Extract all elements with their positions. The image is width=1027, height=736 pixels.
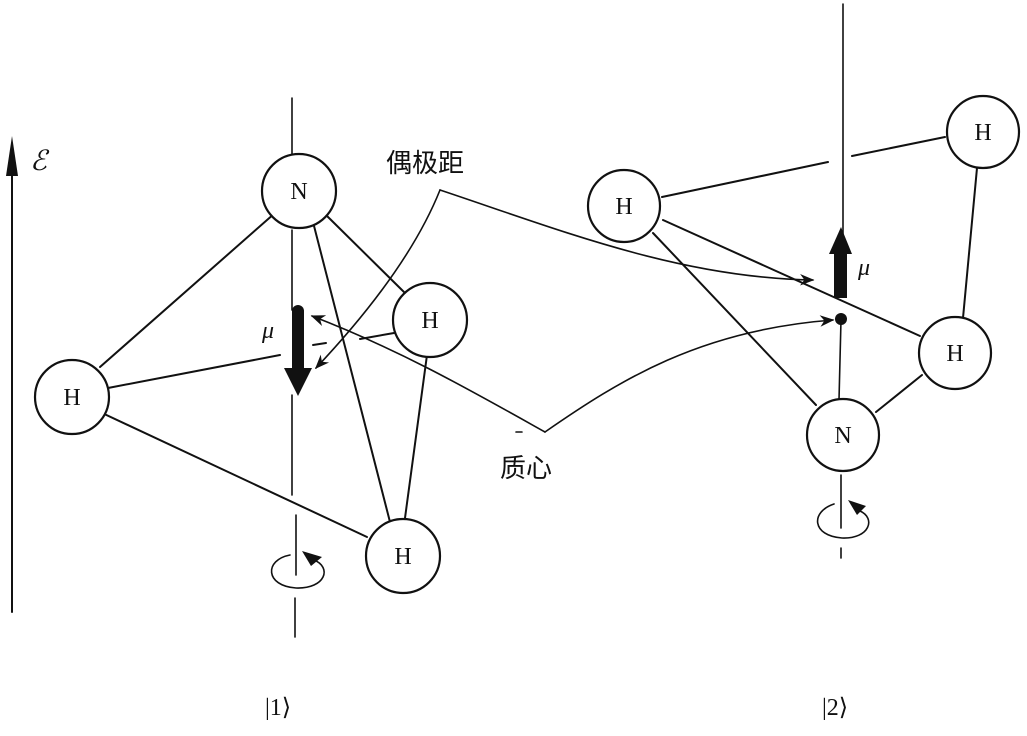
- leader-dipole-to-state-1: [315, 189, 441, 370]
- bond-hleft-hright: [662, 219, 921, 337]
- state-2-dipole-arrowhead-icon: [829, 227, 852, 254]
- bond-hleft-htop-a: [661, 161, 829, 198]
- state-2-axis-mid: [838, 319, 842, 401]
- leader-dipole-to-state-2: [439, 189, 815, 286]
- svg-text:H: H: [615, 194, 632, 220]
- svg-text:H: H: [421, 308, 438, 334]
- state-2-atom-n: N: [805, 397, 881, 473]
- state-2-molecule: μ H H H N |2⟩: [586, 3, 1021, 721]
- state-2-center-of-mass-dot: [835, 313, 847, 325]
- svg-text:H: H: [394, 544, 411, 570]
- dash-mark: [312, 342, 327, 346]
- bond-hleft-n: [652, 232, 817, 406]
- state-2-dipole-shaft: [834, 250, 847, 298]
- state-2-atom-h-top: H: [945, 94, 1021, 170]
- bond-n-hleft: [99, 212, 276, 368]
- svg-text:N: N: [290, 179, 307, 205]
- svg-text:N: N: [834, 423, 851, 449]
- state-2-mu-label: μ: [857, 255, 870, 281]
- state-2-atom-h-right: H: [917, 315, 993, 391]
- bond-n-hbottom: [312, 221, 391, 523]
- state-2-rotation-icon: [816, 500, 870, 539]
- energy-axis-arrowhead-icon: [6, 136, 18, 176]
- bond-n-hright: [875, 374, 923, 413]
- leader-com-to-state-1: [310, 315, 546, 433]
- svg-text:H: H: [946, 341, 963, 367]
- state-1-atom-n: N: [260, 152, 338, 230]
- bond-hleft-hbottom: [99, 411, 368, 538]
- state-1-ket-label: |1⟩: [265, 695, 291, 721]
- energy-axis: ℰ: [6, 136, 50, 613]
- center-of-mass-leader-lines: 质心: [310, 315, 835, 484]
- dipole-moment-label: 偶极距: [386, 149, 464, 179]
- dipole-leader-lines: 偶极距: [315, 149, 815, 370]
- state-1-dipole-arrowhead-icon: [284, 368, 312, 396]
- energy-axis-label: ℰ: [30, 144, 50, 177]
- state-1-dipole-shaft: [292, 311, 304, 369]
- state-2-atom-h-left: H: [586, 168, 662, 244]
- state-1-atom-h-left: H: [33, 358, 111, 436]
- state-1-atom-h-right: H: [391, 281, 469, 359]
- bond-hleft-htop-b: [851, 136, 946, 157]
- leader-com-to-state-2: [544, 315, 835, 433]
- state-1-atom-h-bottom: H: [364, 517, 442, 595]
- bond-hleft-hright-a: [107, 354, 281, 389]
- svg-text:H: H: [974, 120, 991, 146]
- bond-n-hright: [325, 214, 407, 295]
- bond-hright-hbottom: [404, 354, 428, 519]
- bond-htop-hright: [962, 167, 978, 319]
- center-of-mass-label: 质心: [500, 454, 552, 484]
- state-1-molecule: μ N H H H |1⟩: [33, 97, 469, 721]
- state-1-rotation-icon: [270, 551, 325, 589]
- svg-text:H: H: [63, 385, 80, 411]
- state-2-ket-label: |2⟩: [822, 695, 848, 721]
- state-1-mu-label: μ: [261, 318, 274, 344]
